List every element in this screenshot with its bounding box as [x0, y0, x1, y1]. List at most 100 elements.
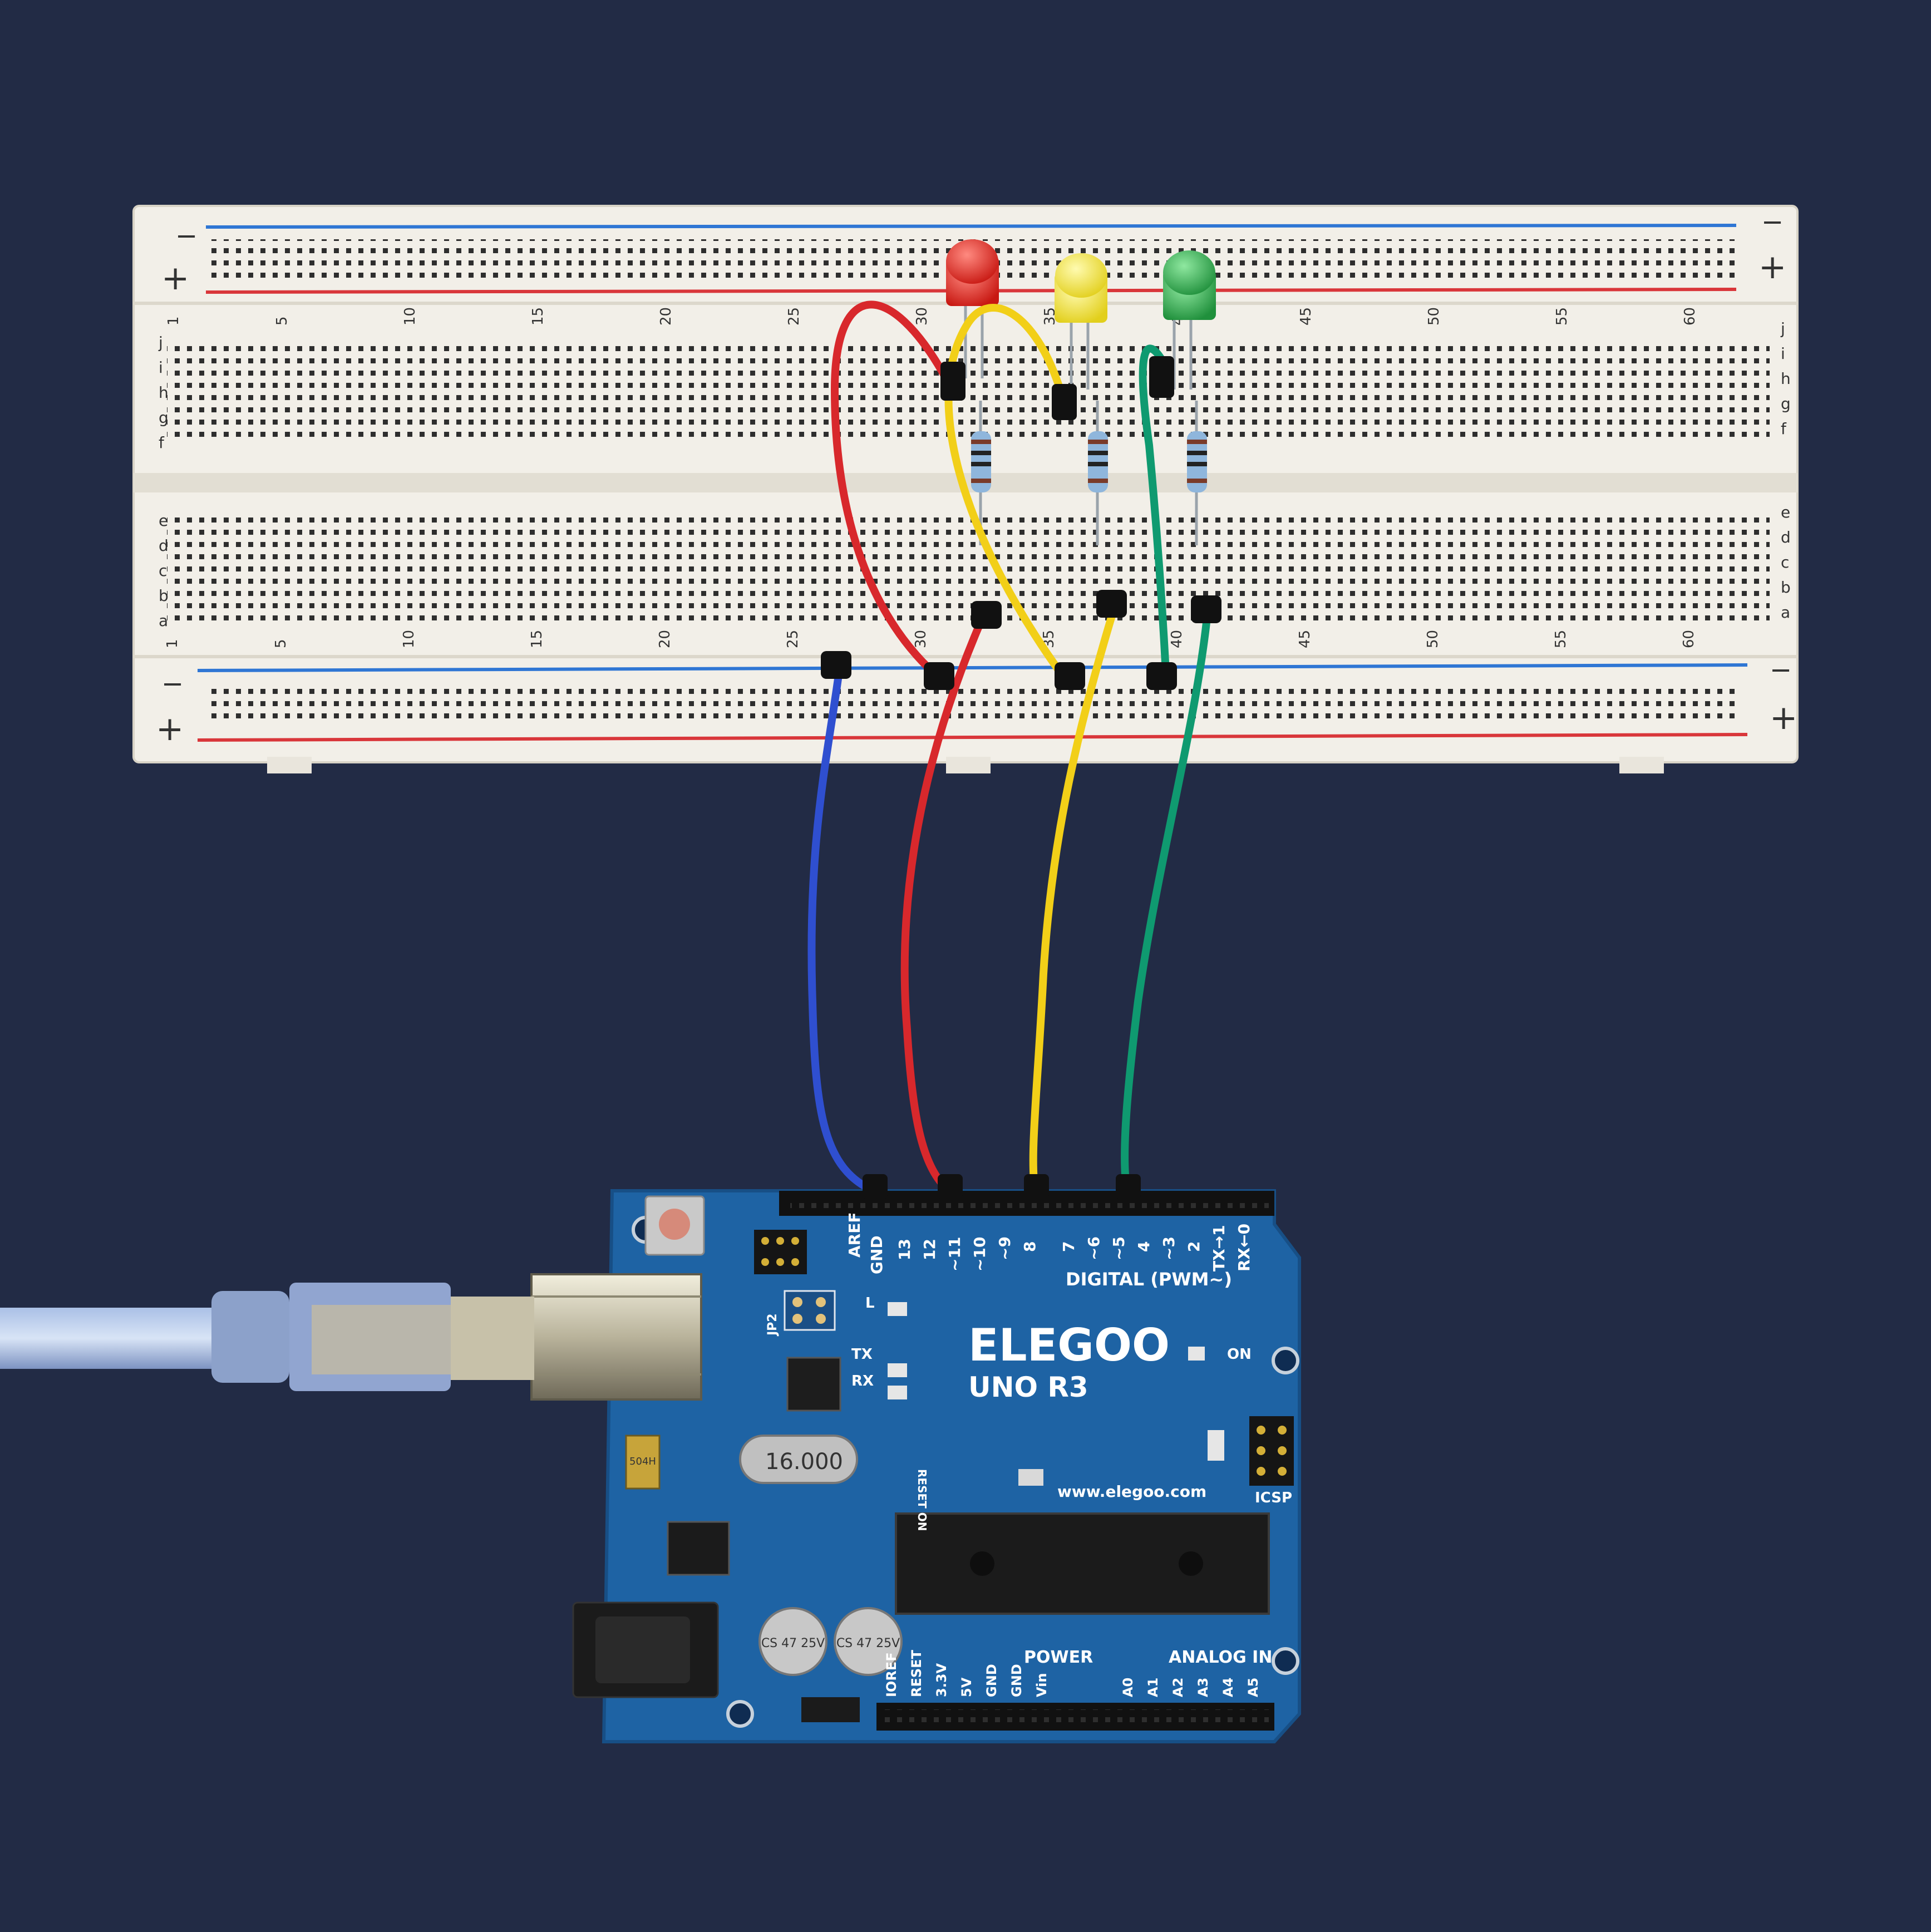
pin-label: A1: [1145, 1678, 1161, 1697]
wire-red-arc: [830, 300, 950, 683]
capacitor-2: CS 47 25V: [834, 1607, 903, 1676]
col-num-top: 20: [658, 307, 674, 326]
pin-label: TX→1: [1210, 1225, 1228, 1271]
col-num-bottom: 10: [401, 630, 417, 648]
row-letter: h: [159, 383, 169, 402]
reset-button[interactable]: [644, 1195, 705, 1256]
upper-terminal-strip: [167, 339, 1770, 440]
col-num-bottom: 60: [1681, 630, 1697, 648]
pin-label: RESET: [909, 1649, 924, 1697]
col-num-top: 45: [1298, 307, 1314, 326]
col-num-bottom: 55: [1553, 630, 1569, 648]
capacitor-2-label: CS 47 25V: [836, 1637, 900, 1650]
rail-plus-bottom-right: +: [1770, 698, 1797, 737]
row-letter: g: [1781, 395, 1791, 413]
rail-minus-top-right: −: [1761, 206, 1784, 238]
on-label: ON: [1227, 1346, 1252, 1363]
resistor-1: [971, 401, 991, 545]
pin-label: RX←0: [1235, 1224, 1253, 1271]
lower-terminal-strip: [167, 512, 1770, 623]
pin-label: GND: [868, 1235, 886, 1274]
fuse: 504H: [625, 1435, 661, 1490]
col-num-top: 10: [402, 307, 418, 326]
row-letter: e: [1781, 503, 1790, 521]
tx-label: TX: [851, 1346, 873, 1363]
jp2-label: JP2: [766, 1313, 780, 1337]
rx-label: RX: [851, 1373, 874, 1389]
atmega-chip: [895, 1512, 1270, 1615]
rail-plus-bottom-left: +: [156, 709, 184, 748]
resistor-3: [1187, 401, 1207, 545]
pin-label: A5: [1245, 1678, 1261, 1697]
led-yellow: [1055, 253, 1107, 390]
col-num-bottom: 50: [1425, 630, 1441, 648]
row-letter: f: [1781, 420, 1787, 438]
analog-pin-labels: A0 A1 A2 A3 A4 A5: [1120, 1678, 1261, 1697]
model-label: UNO R3: [968, 1371, 1088, 1403]
col-num-top: 15: [530, 307, 546, 326]
col-num-bottom: 30: [913, 630, 929, 648]
arduino-board: 16.000 CS 47 25V CS 47 25V 504H: [530, 1189, 1301, 1743]
col-num-top: 55: [1554, 307, 1570, 326]
pin-label: GND: [984, 1664, 999, 1697]
voltage-regulator: [667, 1521, 730, 1576]
pin-label: 3.3V: [934, 1663, 949, 1697]
resistors: [971, 401, 1207, 545]
power-analog-header[interactable]: [876, 1703, 1274, 1731]
rail-plus-top-right: +: [1758, 248, 1786, 287]
row-letter: i: [1781, 344, 1785, 363]
pin-label: Vin: [1034, 1673, 1050, 1697]
capacitor-1-label: CS 47 25V: [761, 1637, 825, 1650]
col-num-bottom: 25: [785, 630, 801, 648]
col-num-bottom: 20: [657, 630, 673, 648]
power-label: POWER: [1024, 1648, 1093, 1667]
usb-b-port[interactable]: [530, 1273, 702, 1401]
l-label: L: [865, 1295, 875, 1312]
pin-label: 8: [1021, 1241, 1039, 1252]
col-num-top: 50: [1426, 307, 1442, 326]
led-red: [946, 239, 999, 378]
row-letter: g: [159, 408, 169, 427]
crystal: 16.000: [739, 1435, 858, 1484]
wire-red: [900, 608, 989, 1195]
pin-label: A3: [1195, 1678, 1211, 1697]
pin-label: IOREF: [884, 1652, 899, 1697]
wire-green-arc: [1139, 344, 1170, 677]
pin-label: A2: [1170, 1678, 1186, 1697]
row-letter: j: [1780, 319, 1785, 338]
row-letter: e: [159, 511, 168, 530]
dc-barrel-jack[interactable]: [572, 1601, 719, 1698]
reset-on-label: RESET ON: [915, 1469, 929, 1531]
col-num-bottom: 45: [1297, 630, 1313, 648]
pin-label: A4: [1220, 1678, 1236, 1697]
pin-label: ~10: [971, 1237, 989, 1271]
row-letter: b: [1781, 578, 1791, 597]
brand-logo: ELEGOO: [968, 1319, 1170, 1371]
row-letter: d: [1781, 528, 1791, 546]
wire-blue: [807, 658, 878, 1195]
rail-minus-bottom-left: −: [161, 668, 184, 699]
digital-pin-labels: AREF GND 13 12 ~11 ~10 ~9 8 7 ~6 ~5 4 ~3…: [845, 1213, 1253, 1274]
icsp-label: ICSP: [1255, 1490, 1292, 1506]
pin-label: 13: [895, 1239, 914, 1260]
pin-label: ~9: [996, 1236, 1014, 1260]
pin-label: ~5: [1110, 1236, 1128, 1260]
crystal-label: 16.000: [765, 1449, 843, 1475]
row-letter: a: [1781, 603, 1790, 622]
power-pin-labels: IOREF RESET 3.3V 5V GND GND Vin: [884, 1649, 1050, 1697]
row-letter: b: [159, 586, 169, 605]
website-label: www.elegoo.com: [1057, 1482, 1206, 1501]
wire-green: [1121, 608, 1211, 1195]
row-letter: c: [159, 561, 167, 580]
col-num-top: 30: [914, 307, 930, 326]
row-letter: i: [159, 358, 163, 377]
pin-label: 5V: [959, 1677, 974, 1697]
col-num-top: 25: [786, 307, 802, 326]
pin-label: ~6: [1085, 1236, 1103, 1260]
pin-label: A0: [1120, 1678, 1136, 1697]
digital-pwm-label: DIGITAL (PWM~): [1066, 1269, 1232, 1290]
wire-connectors: [821, 356, 1221, 1199]
row-letter: h: [1781, 369, 1791, 388]
usb-cable: [0, 1283, 534, 1391]
